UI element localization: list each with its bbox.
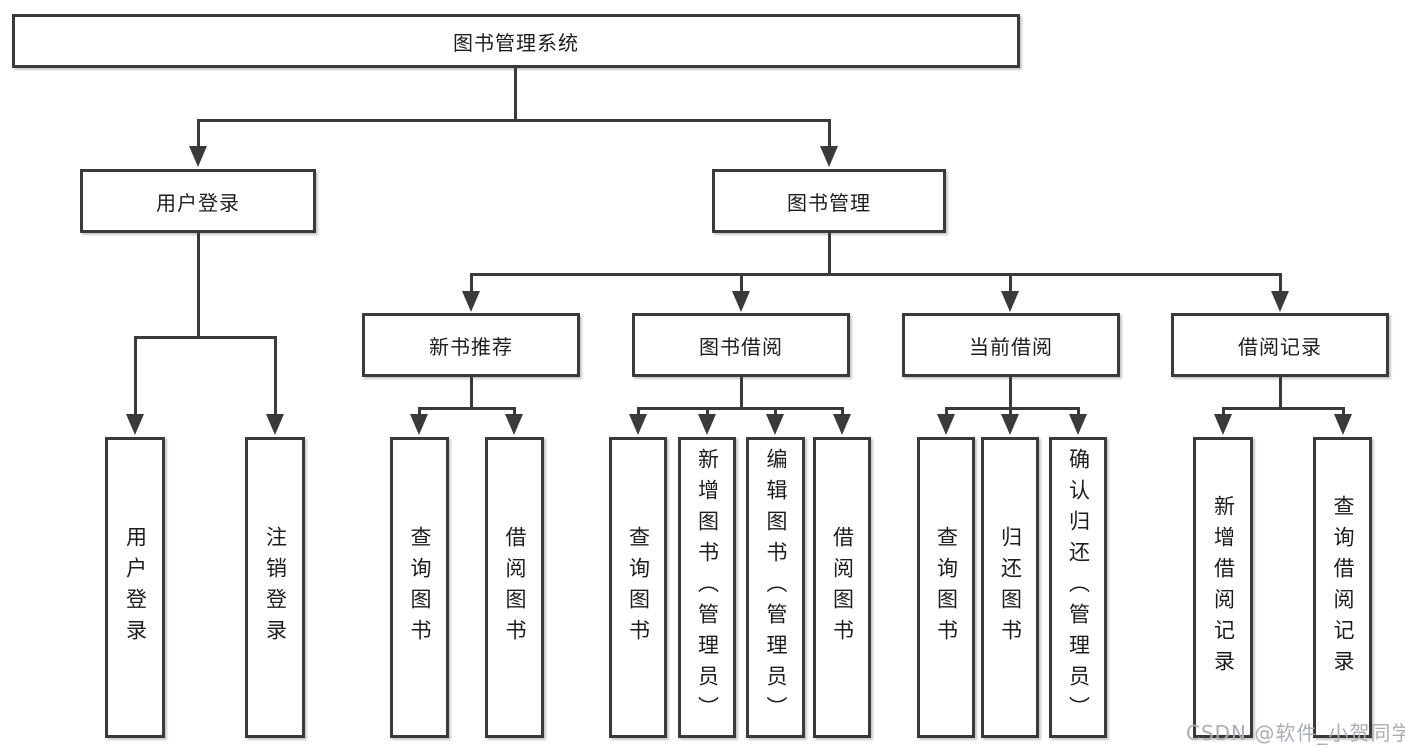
- connector-line-vertical: [1009, 377, 1012, 408]
- leaf-query-borrow-record: 查询借阅记录: [1313, 437, 1372, 738]
- connector-line-vertical: [740, 273, 743, 293]
- leaf-query-books-borrowing: 查询图书: [609, 437, 667, 738]
- connector-line-vertical: [513, 407, 516, 417]
- arrow-down-icon: [266, 414, 284, 435]
- arrow-down-icon: [189, 146, 207, 167]
- connector-line-horizontal: [945, 407, 1079, 410]
- connector-line-vertical: [828, 119, 831, 149]
- node-library-management-system: 图书管理系统: [12, 14, 1020, 68]
- connector-line-vertical: [197, 119, 200, 149]
- connector-line-vertical: [1279, 377, 1282, 408]
- leaf-return-book: 归还图书: [981, 437, 1039, 738]
- connector-line-vertical: [1222, 407, 1225, 417]
- connector-line-vertical: [841, 407, 844, 417]
- connector-line-horizontal: [197, 119, 830, 122]
- connector-line-horizontal: [418, 407, 516, 410]
- arrow-down-icon: [505, 414, 523, 435]
- connector-line-horizontal: [470, 273, 1281, 276]
- arrow-down-icon: [1069, 414, 1087, 435]
- connector-line-horizontal: [637, 407, 843, 410]
- node-book-borrowing: 图书借阅: [632, 313, 850, 377]
- leaf-add-book-admin: 新增图书（管理员）: [678, 437, 736, 738]
- connector-line-vertical: [637, 407, 640, 417]
- arrow-down-icon: [1001, 291, 1019, 312]
- connector-line-horizontal: [134, 336, 276, 339]
- leaf-user-login: 用户登录: [105, 437, 165, 738]
- connector-line-vertical: [197, 233, 200, 337]
- node-new-book-recommendation: 新书推荐: [362, 313, 580, 377]
- arrow-down-icon: [126, 414, 144, 435]
- node-book-management: 图书管理: [712, 169, 946, 233]
- node-user-login: 用户登录: [80, 169, 316, 233]
- connector-line-vertical: [470, 273, 473, 293]
- arrow-down-icon: [410, 414, 428, 435]
- arrow-down-icon: [1001, 414, 1019, 435]
- connector-line-vertical: [134, 336, 137, 417]
- connector-line-vertical: [274, 336, 277, 417]
- connector-line-vertical: [740, 377, 743, 408]
- node-current-borrowing: 当前借阅: [902, 313, 1120, 377]
- leaf-add-borrow-record: 新增借阅记录: [1193, 437, 1253, 738]
- leaf-confirm-return-admin: 确认归还（管理员）: [1049, 437, 1107, 738]
- connector-line-horizontal: [1222, 407, 1344, 410]
- connector-line-vertical: [828, 233, 831, 274]
- node-borrowing-records: 借阅记录: [1171, 313, 1389, 377]
- arrow-down-icon: [1271, 291, 1289, 312]
- connector-line-vertical: [1279, 273, 1282, 293]
- arrow-down-icon: [937, 414, 955, 435]
- leaf-query-books-current: 查询图书: [917, 437, 975, 738]
- leaf-logout: 注销登录: [245, 437, 305, 738]
- leaf-borrow-books: 借阅图书: [813, 437, 871, 738]
- watermark-csdn: CSDN @软件_小贺同学: [1186, 721, 1405, 745]
- arrow-down-icon: [820, 146, 838, 167]
- arrow-down-icon: [766, 414, 784, 435]
- arrow-down-icon: [1214, 414, 1232, 435]
- connector-line-vertical: [1077, 407, 1080, 417]
- arrow-down-icon: [462, 291, 480, 312]
- connector-line-vertical: [1009, 407, 1012, 417]
- arrow-down-icon: [698, 414, 716, 435]
- arrow-down-icon: [833, 414, 851, 435]
- arrow-down-icon: [1334, 414, 1352, 435]
- arrow-down-icon: [629, 414, 647, 435]
- connector-line-vertical: [1342, 407, 1345, 417]
- connector-line-vertical: [774, 407, 777, 417]
- connector-line-vertical: [514, 68, 517, 120]
- connector-line-vertical: [418, 407, 421, 417]
- leaf-edit-book-admin: 编辑图书（管理员）: [746, 437, 805, 738]
- leaf-borrow-books-recommend: 借阅图书: [485, 437, 544, 738]
- arrow-down-icon: [732, 291, 750, 312]
- connector-line-vertical: [706, 407, 709, 417]
- leaf-query-books-recommend: 查询图书: [390, 437, 449, 738]
- connector-line-vertical: [1009, 273, 1012, 293]
- connector-line-vertical: [470, 377, 473, 408]
- connector-line-vertical: [945, 407, 948, 417]
